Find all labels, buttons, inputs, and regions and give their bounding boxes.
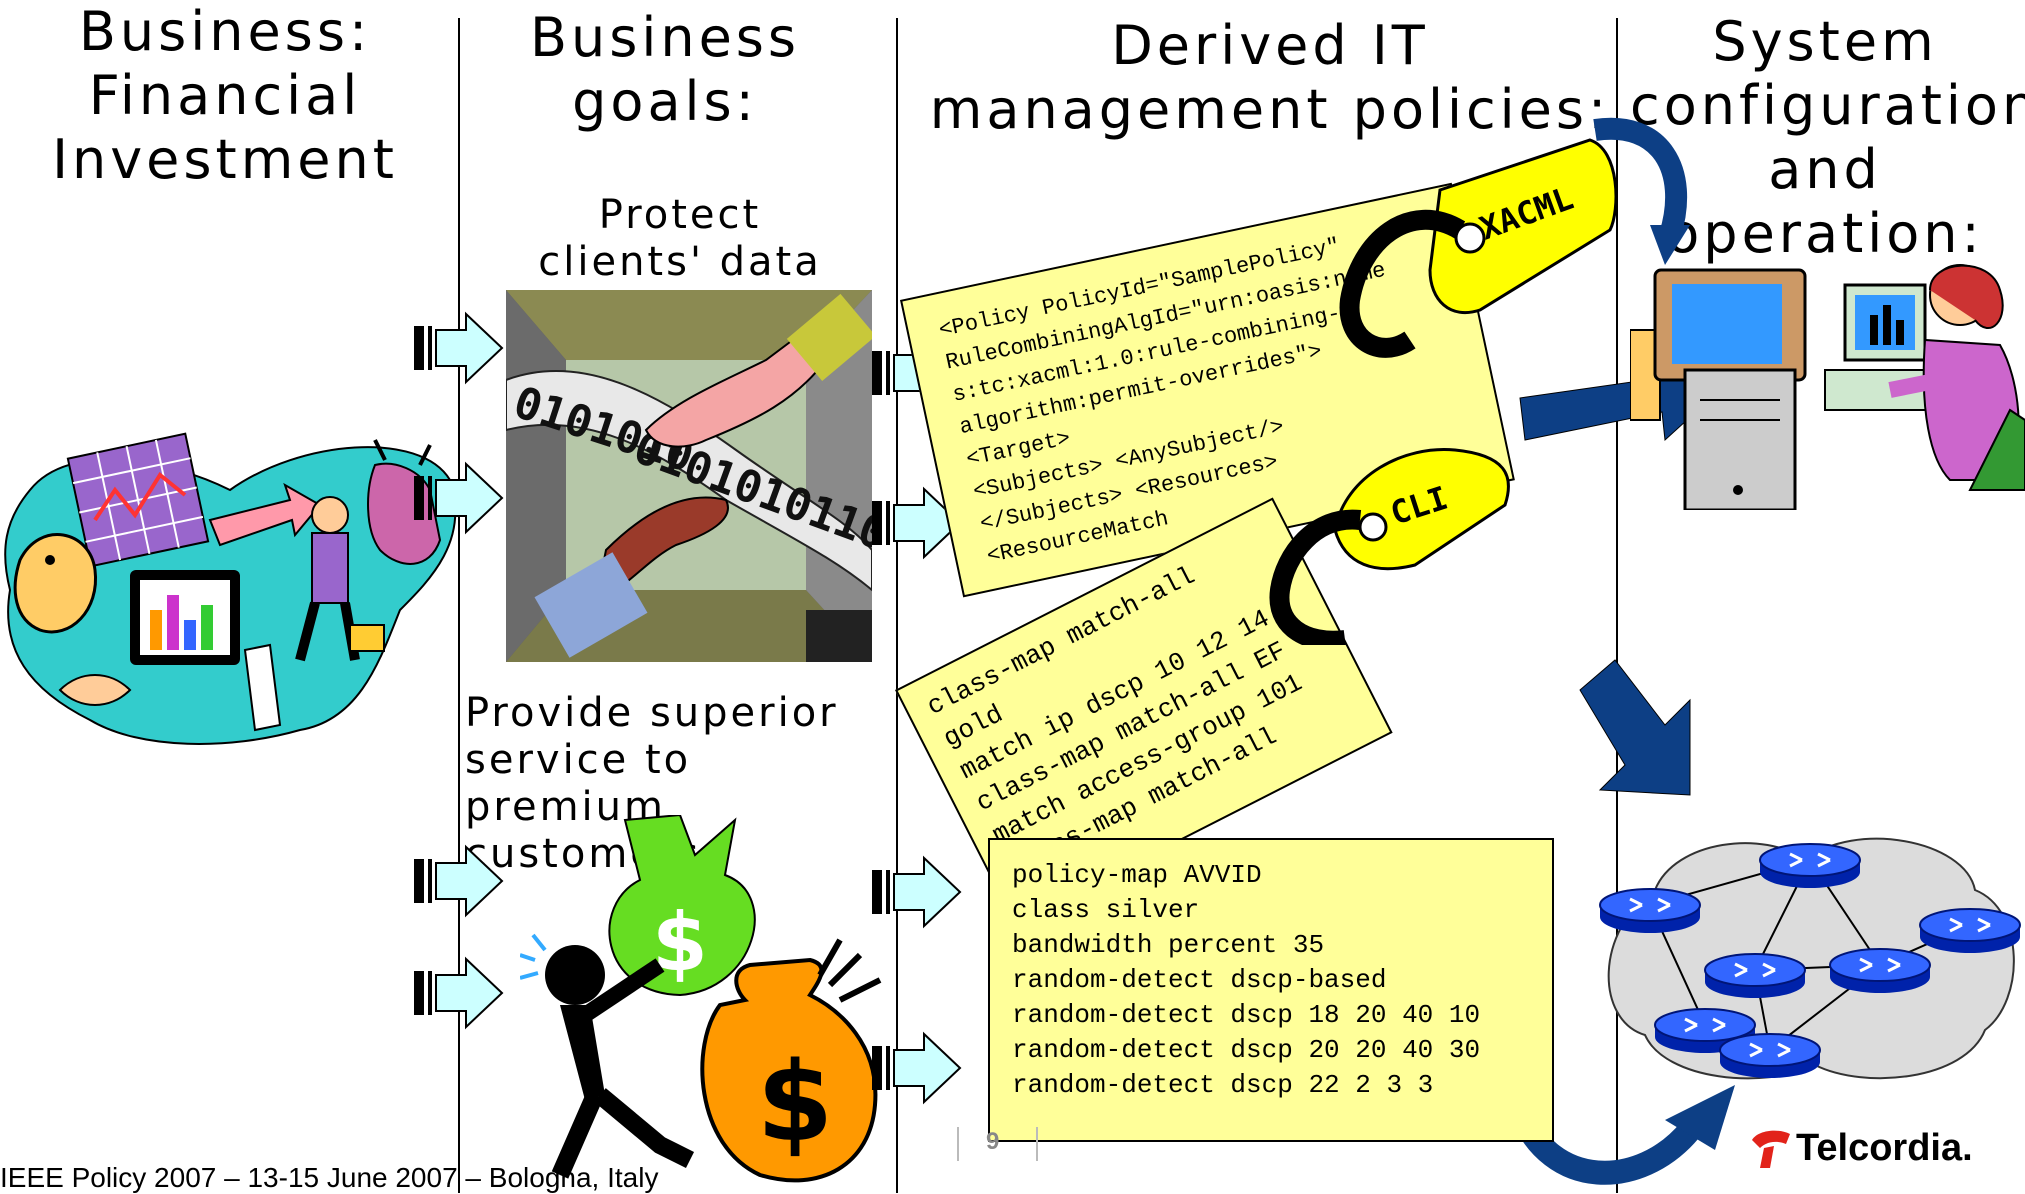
page-number-bar-left — [957, 1127, 959, 1161]
page-number: 9 — [986, 1128, 1000, 1155]
arrow-business-to-service-2 — [413, 958, 503, 1028]
network-cloud-clipart — [1598, 837, 2022, 1080]
page-number-bar-right — [1036, 1127, 1038, 1161]
goal-superior-service: Provide superior service to premium cust… — [465, 690, 839, 877]
computer-workstation-clipart — [1630, 264, 2025, 510]
gold-bag-dollar: $ — [757, 1038, 834, 1166]
data-handshake-clipart: 0101010 0101010110 — [506, 290, 872, 662]
telcordia-logo-text: Telcordia. — [1796, 1126, 1973, 1169]
column-divider-3 — [1616, 18, 1618, 1193]
arrow-service-to-cli — [871, 857, 961, 927]
column-divider-1 — [458, 18, 460, 1193]
money-bags-clipart: $ $ — [520, 815, 882, 1183]
telcordia-logo-icon — [1752, 1130, 1790, 1168]
header-policies: Derived IT management policies: — [929, 14, 1611, 141]
header-goals: Business goals: — [529, 6, 801, 133]
arrow-business-to-service-1 — [413, 846, 503, 916]
telcordia-logo: Telcordia. — [1748, 1125, 1973, 1171]
arrow-business-to-protect-2 — [413, 463, 503, 533]
cli-policymap-code: policy-map AVVID class silver bandwidth … — [1012, 860, 1481, 1100]
header-business: Business: Financial Investment — [52, 0, 398, 191]
arrow-service-to-cli-2 — [871, 1033, 961, 1103]
xacml-tag: XACML — [1339, 138, 1618, 358]
cli-policymap-note: policy-map AVVID class silver bandwidth … — [988, 838, 1554, 1142]
goal-protect-clients-data: Protect clients' data — [538, 192, 822, 285]
footer-conference: IEEE Policy 2007 – 13-15 June 2007 – Bol… — [0, 1162, 659, 1193]
cli-tag: CLI — [1269, 447, 1510, 645]
column-divider-2 — [896, 18, 898, 1193]
financial-investment-clipart — [4, 432, 457, 745]
arrow-business-to-protect-1 — [413, 313, 503, 383]
header-system: System configuration and operation: — [1630, 10, 2025, 265]
